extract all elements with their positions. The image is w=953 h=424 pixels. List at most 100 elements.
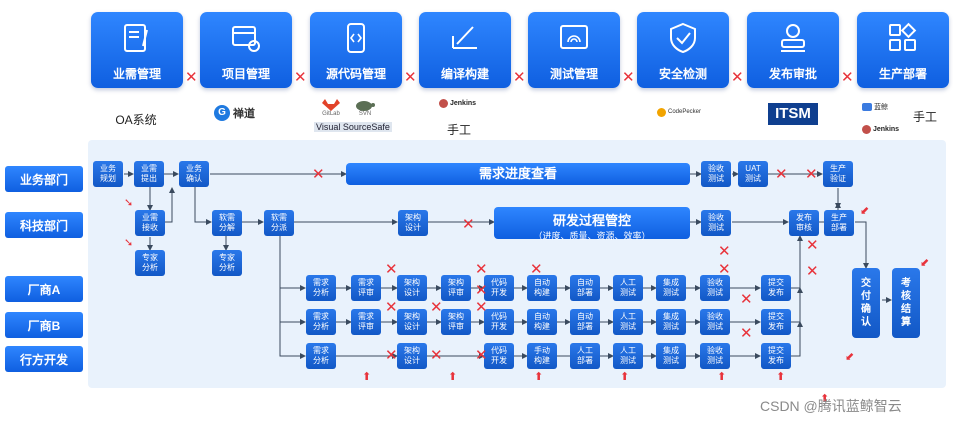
fingerprint-screen-icon [560,25,588,49]
red-pointer-arrow-icon: ⬆ [620,371,630,383]
node-biz-submit: 业需 提出 [134,161,164,187]
broken-link-x-icon: ✕ [475,299,488,316]
broken-link-x-icon: ✕ [294,69,307,86]
node-expert-1: 专家 分析 [135,250,165,276]
broken-link-x-icon: ✕ [718,243,731,260]
broken-link-x-icon: ✕ [475,261,488,278]
broken-link-x-icon: ✕ [385,347,398,364]
watermark: CSDN @腾讯蓝鲸智云 [760,398,902,414]
node-biz-receive: 业需 接收 [135,210,165,236]
control-bar-title: 研发过程管控 [552,213,631,228]
node-biz-plan: 业务 规划 [93,161,123,187]
broken-link-x-icon: ✕ [731,69,744,86]
gitlab-icon [322,99,340,111]
code-tablet-icon [347,23,365,53]
red-pointer-arrow-icon: ⬆ [362,371,372,383]
stage-label: 项目管理 [221,67,270,81]
node-integ-test-row3: 集成 测试 [656,343,686,369]
node-uat-test: UAT 测试 [738,161,768,187]
red-pointer-arrow-icon: ⬋ [920,257,930,269]
stage-label: 发布审批 [768,67,817,81]
stage-label: 源代码管理 [325,67,386,81]
broken-link-x-icon: ✕ [718,261,731,278]
broken-link-x-icon: ✕ [806,263,819,280]
broken-link-x-icon: ✕ [806,237,819,254]
broken-link-x-icon: ✕ [475,282,488,299]
broken-link-x-icon: ✕ [312,166,325,183]
red-pointer-arrow-icon: ➘ [124,197,134,209]
red-pointer-arrow-icon: ⬋ [845,351,855,363]
node-req-analysis-row3: 需求 分析 [306,343,336,369]
node-prod-verify: 生产 验证 [823,161,853,187]
red-pointer-arrow-icon: ⬆ [717,371,727,383]
turtle-icon [356,101,375,111]
node-release-review: 发布 审核 [789,210,819,236]
stage-label: 编译构建 [440,67,489,81]
stage-card-6: 安全检测 [637,12,729,88]
tool-project-logo: G 禅道 [214,103,274,123]
node-accept-test-row3: 验收 测试 [700,343,730,369]
node-manual-test-row2: 人工 测试 [613,309,643,335]
broken-link-x-icon: ✕ [530,261,543,278]
node-accept-test-top: 验收 测试 [701,161,731,187]
node-code-dev-row1: 代码 开发 [484,275,514,301]
stage-card-5: 测试管理 [528,12,620,88]
node-auto-deploy-row2: 自动 部署 [570,309,600,335]
node-req-analysis-row1: 需求 分析 [306,275,336,301]
tool-oa: OA系统 [115,113,157,127]
red-pointer-arrow-icon: ⬆ [448,371,458,383]
node-accept-test-row2: 验收 测试 [700,309,730,335]
tool-vss-label: Visual SourceSafe [314,122,392,132]
stage-card-1: 业需管理 [91,12,183,88]
node-sw-decompose: 软需 分解 [212,210,242,236]
broken-link-x-icon: ✕ [513,69,526,86]
stage-label: 安全检测 [658,67,707,81]
broken-link-x-icon: ✕ [740,291,753,308]
shield-check-icon [670,22,696,54]
jenkins-icon [862,124,871,134]
node-req-review-row2: 需求 评审 [351,309,381,335]
stage-label: 测试管理 [549,67,598,81]
tool-gitlab-logo [320,98,342,112]
node-submit-release-row2: 提交 发布 [761,309,791,335]
node-prod-deploy: 生产 部署 [824,210,854,236]
broken-link-x-icon: ✕ [775,166,788,183]
stage-card-3: 源代码管理 [310,12,402,88]
broken-link-x-icon: ✕ [185,69,198,86]
broken-link-x-icon: ✕ [404,69,417,86]
bluking-icon [862,103,872,111]
zentao-icon: G [214,105,230,121]
lane-tech: 科技部门 [5,212,83,238]
tool-svn-label: SVN [358,111,372,117]
progress-bar-title: 需求进度查看 [346,163,690,185]
node-assess-settle: 考 核 结 算 [892,268,920,338]
node-accept-test-mid: 验收 测试 [701,210,731,236]
codepecker-icon [657,107,666,117]
lane-bank-dev: 行方开发 [5,346,83,372]
node-code-dev-row2: 代码 开发 [484,309,514,335]
node-req-review-row1: 需求 评审 [351,275,381,301]
node-arch-design-row3: 架构 设计 [397,343,427,369]
node-expert-2: 专家 分析 [212,250,242,276]
stamp-icon [781,24,805,52]
broken-link-x-icon: ✕ [805,166,818,183]
stage-label: 业需管理 [112,67,161,81]
tool-codepecker-logo: CodePecker [657,106,717,118]
tool-jenkins2-logo: Jenkins [862,123,902,135]
red-pointer-arrow-icon: ⬆ [820,393,830,405]
broken-link-x-icon: ✕ [740,325,753,342]
node-submit-release-row3: 提交 发布 [761,343,791,369]
ruler-pen-icon [452,26,477,49]
node-arch-design-row1: 架构 设计 [397,275,427,301]
node-manual-test-row3: 人工 测试 [613,343,643,369]
tool-gitlab-label: GitLab [322,111,340,117]
tool-jenkins2-label: Jenkins [873,125,900,133]
tool-svn-logo [352,98,376,112]
node-submit-release-row1: 提交 发布 [761,275,791,301]
stage-label: 生产部署 [878,67,927,81]
control-bar: 研发过程管控 （进度、质量、资源、效率） [494,207,690,241]
lane-business: 业务部门 [5,166,83,192]
tool-jenkins-logo: Jenkins [439,97,499,109]
lane-vendor-b: 厂商B [5,312,83,338]
tool-jenkins-label: Jenkins [450,99,477,107]
